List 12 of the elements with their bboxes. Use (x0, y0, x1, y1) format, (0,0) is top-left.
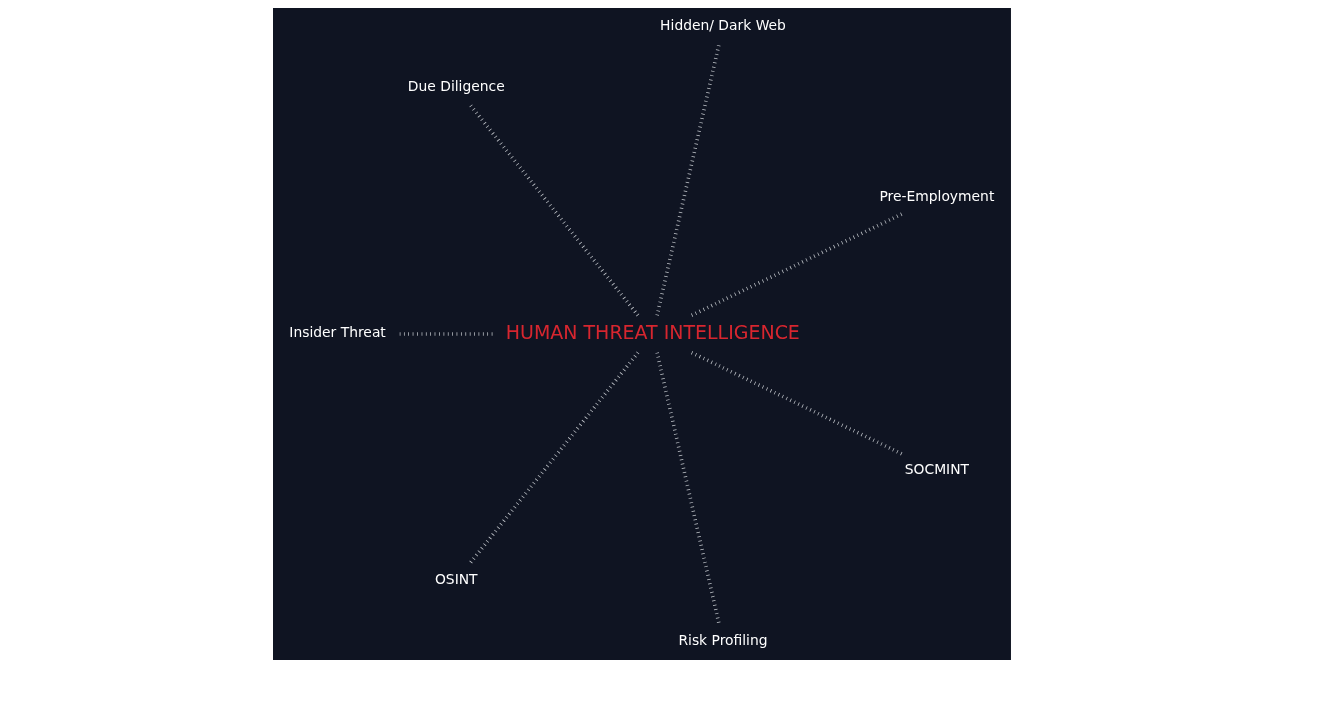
connector (690, 351, 905, 457)
connector (690, 211, 905, 317)
node-text: Insider Threat (288, 324, 386, 341)
node-text: SOCMINT (904, 461, 969, 478)
node-text: Pre-Employment (878, 187, 994, 204)
connector (654, 352, 721, 626)
node-text: Risk Profiling (677, 631, 768, 648)
node-text: OSINT (434, 570, 478, 587)
node-text: Hidden/ Dark Web (659, 17, 786, 34)
node-text: HUMAN THREAT INTELLIGENCE (505, 320, 800, 343)
node-text: Due Diligence (407, 77, 505, 94)
connector (654, 42, 721, 316)
